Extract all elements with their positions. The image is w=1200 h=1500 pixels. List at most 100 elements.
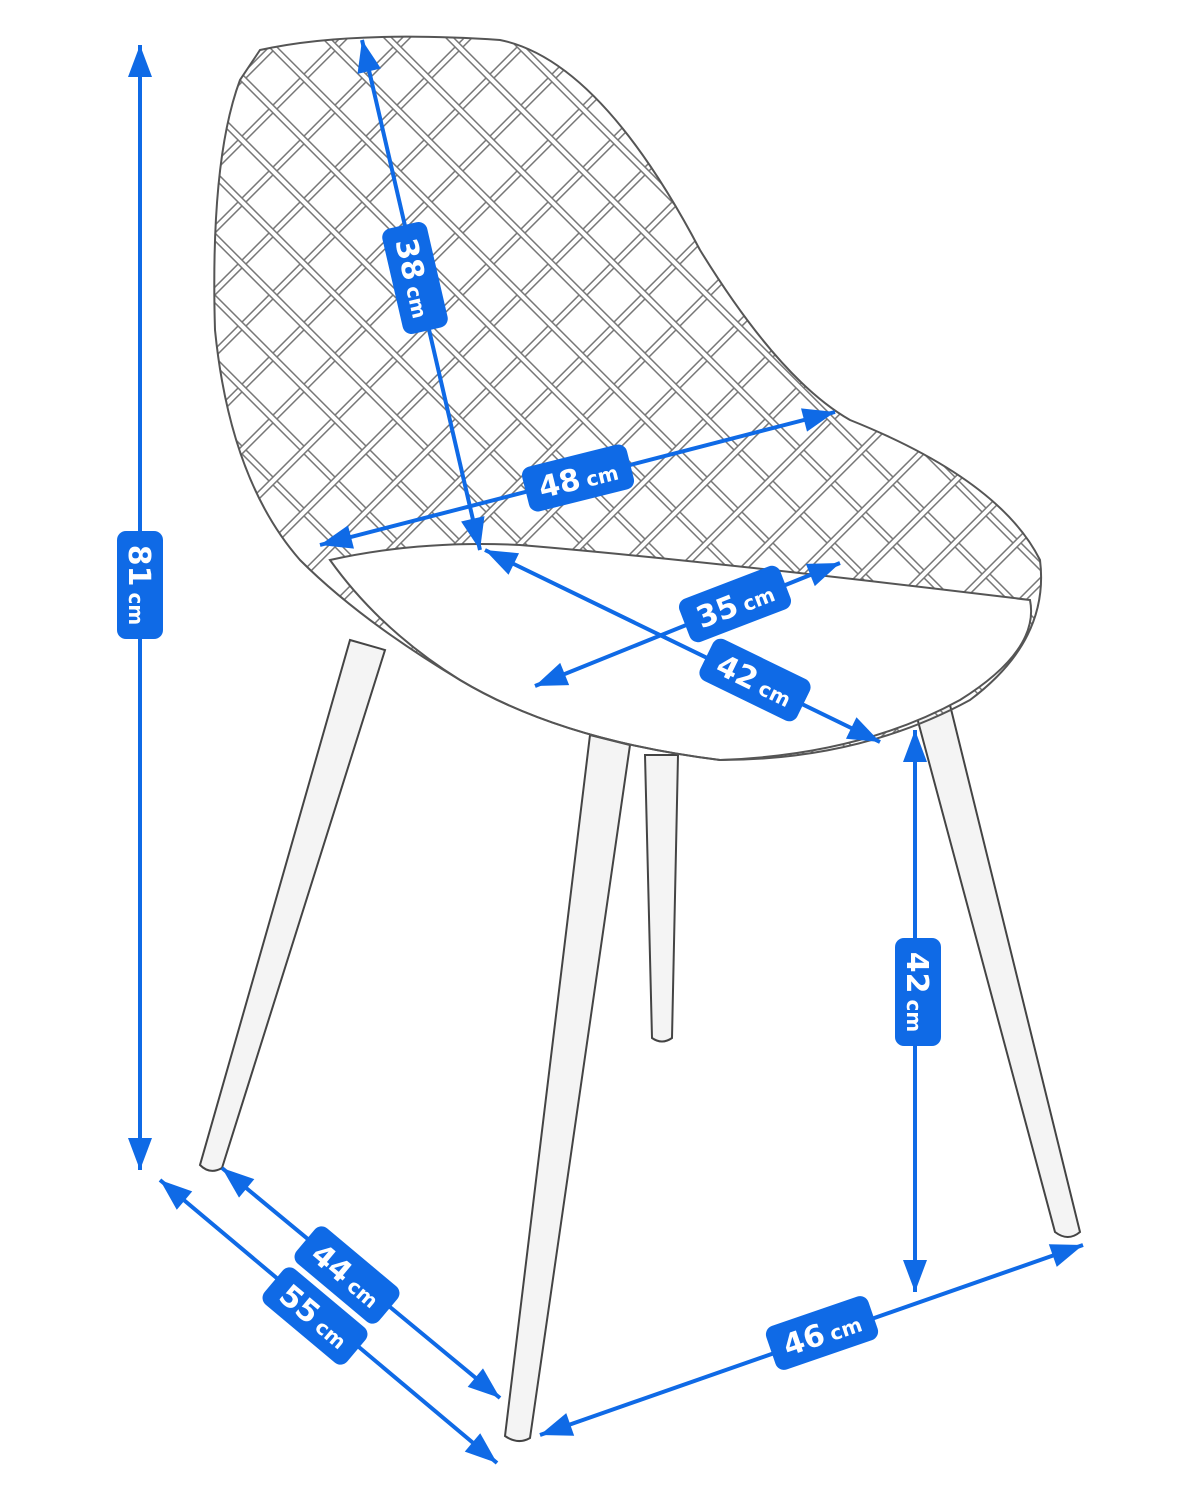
chair-leg-front-right [913, 703, 1082, 1238]
lattice-strut [214, 36, 880, 760]
dimension-line [484, 548, 881, 744]
dimension-value: 42 [899, 952, 934, 994]
arrowhead-icon [805, 563, 840, 587]
arrowhead-icon [1048, 1244, 1083, 1267]
arrowhead-icon [903, 730, 927, 762]
arrowhead-icon [464, 1433, 497, 1463]
lattice-strut [409, 36, 1042, 760]
lattice-strut [1156, 0, 1200, 900]
label-badge [699, 638, 811, 722]
lattice-strut [0, 0, 134, 900]
lattice-strut [1029, 36, 1042, 760]
lattice-strut [214, 36, 757, 760]
arrowhead-icon [320, 525, 354, 549]
dimension-label: 38cm [382, 222, 448, 334]
lattice-strut [1029, 36, 1042, 760]
chair-leg-front-left [503, 733, 632, 1442]
lattice-strut [214, 36, 694, 760]
lattice-strut [214, 36, 881, 760]
lattice-strut [214, 36, 942, 760]
lattice-strut [471, 36, 1042, 760]
label-badge [895, 938, 941, 1046]
lattice-strut [214, 36, 508, 760]
lattice-strut [1094, 0, 1200, 900]
lattice-strut [409, 36, 1042, 760]
lattice-strut [534, 36, 1042, 760]
lattice-strut [472, 36, 1042, 760]
lattice-strut [844, 36, 1042, 760]
arrowhead-icon [485, 550, 520, 575]
dimension-label: 35cm [678, 565, 792, 643]
label-badge [382, 222, 448, 334]
lattice-strut [214, 36, 260, 760]
lattice-strut [214, 36, 447, 760]
lattice-strut [0, 0, 72, 900]
lattice-strut [347, 36, 1042, 760]
label-badge [765, 1296, 879, 1370]
lattice-strut [0, 0, 10, 900]
lattice-strut [0, 0, 134, 900]
lattice-strut [214, 36, 446, 760]
dimension-seat-inner-width: 35cm [534, 561, 841, 688]
lattice-strut [0, 0, 134, 900]
arrowhead-icon [160, 1180, 193, 1210]
lattice-strut [410, 36, 1042, 760]
lattice-strut [1094, 0, 1200, 900]
dimension-overall-height: 81cm [117, 45, 163, 1170]
lattice-strut [214, 36, 322, 760]
arrowhead-icon [467, 1368, 500, 1398]
lattice-strut [214, 36, 570, 760]
lattice-strut [214, 36, 881, 760]
arrowhead-icon [128, 45, 152, 77]
dimension-label: 81cm [117, 531, 163, 639]
dimension-unit: cm [902, 1000, 926, 1033]
lattice-strut [0, 0, 10, 900]
lattice-strut [533, 36, 1042, 760]
lattice-strut [214, 36, 323, 760]
lattice-strut [0, 0, 72, 900]
arrowhead-icon [222, 1168, 255, 1198]
lattice-strut [0, 0, 196, 900]
lattice-strut [348, 36, 1042, 760]
lattice-strut [214, 36, 261, 760]
arrowhead-icon [461, 516, 485, 550]
dimension-seat-height: 42 cm [895, 730, 941, 1292]
lattice-strut [214, 36, 880, 760]
label-badge [117, 531, 163, 639]
arrowhead-icon [540, 1413, 575, 1436]
dimension-unit: cm [124, 593, 148, 626]
dimension-label: 46cm [765, 1296, 879, 1370]
lattice-strut [472, 36, 1042, 760]
lattice-strut [0, 0, 196, 900]
lattice-strut [534, 36, 1042, 760]
svg-text:42cm: 42 cm [899, 952, 934, 1032]
lattice-strut [1094, 0, 1200, 900]
lattice-strut [967, 36, 1042, 760]
lattice-strut [843, 36, 1042, 760]
dimension-seat-depth: 42cm [484, 548, 881, 744]
lattice-strut [214, 36, 261, 760]
svg-text:81cm: 81cm [121, 545, 156, 625]
arrowhead-icon [903, 1260, 927, 1292]
lattice-strut [781, 36, 1042, 760]
lattice-strut [782, 36, 1042, 760]
lattice-strut [1156, 0, 1200, 900]
lattice-strut [533, 36, 1042, 760]
lattice-strut [214, 36, 322, 760]
lattice-strut [843, 36, 1042, 760]
dimension-overall-depth: 55cm [158, 1178, 499, 1465]
lattice-strut [844, 36, 1042, 760]
lattice-strut [781, 36, 1042, 760]
lattice-strut [967, 36, 1042, 760]
lattice-strut [214, 36, 260, 760]
lattice-strut [1156, 0, 1200, 900]
lattice-strut [1030, 36, 1042, 760]
lattice-strut [968, 36, 1042, 760]
lattice-strut [968, 36, 1042, 760]
lattice-strut [214, 36, 756, 760]
label-badge [521, 444, 635, 512]
lattice-strut [0, 0, 134, 900]
dimension-leg-depth: 44cm [220, 1166, 502, 1400]
lattice-strut [214, 36, 447, 760]
